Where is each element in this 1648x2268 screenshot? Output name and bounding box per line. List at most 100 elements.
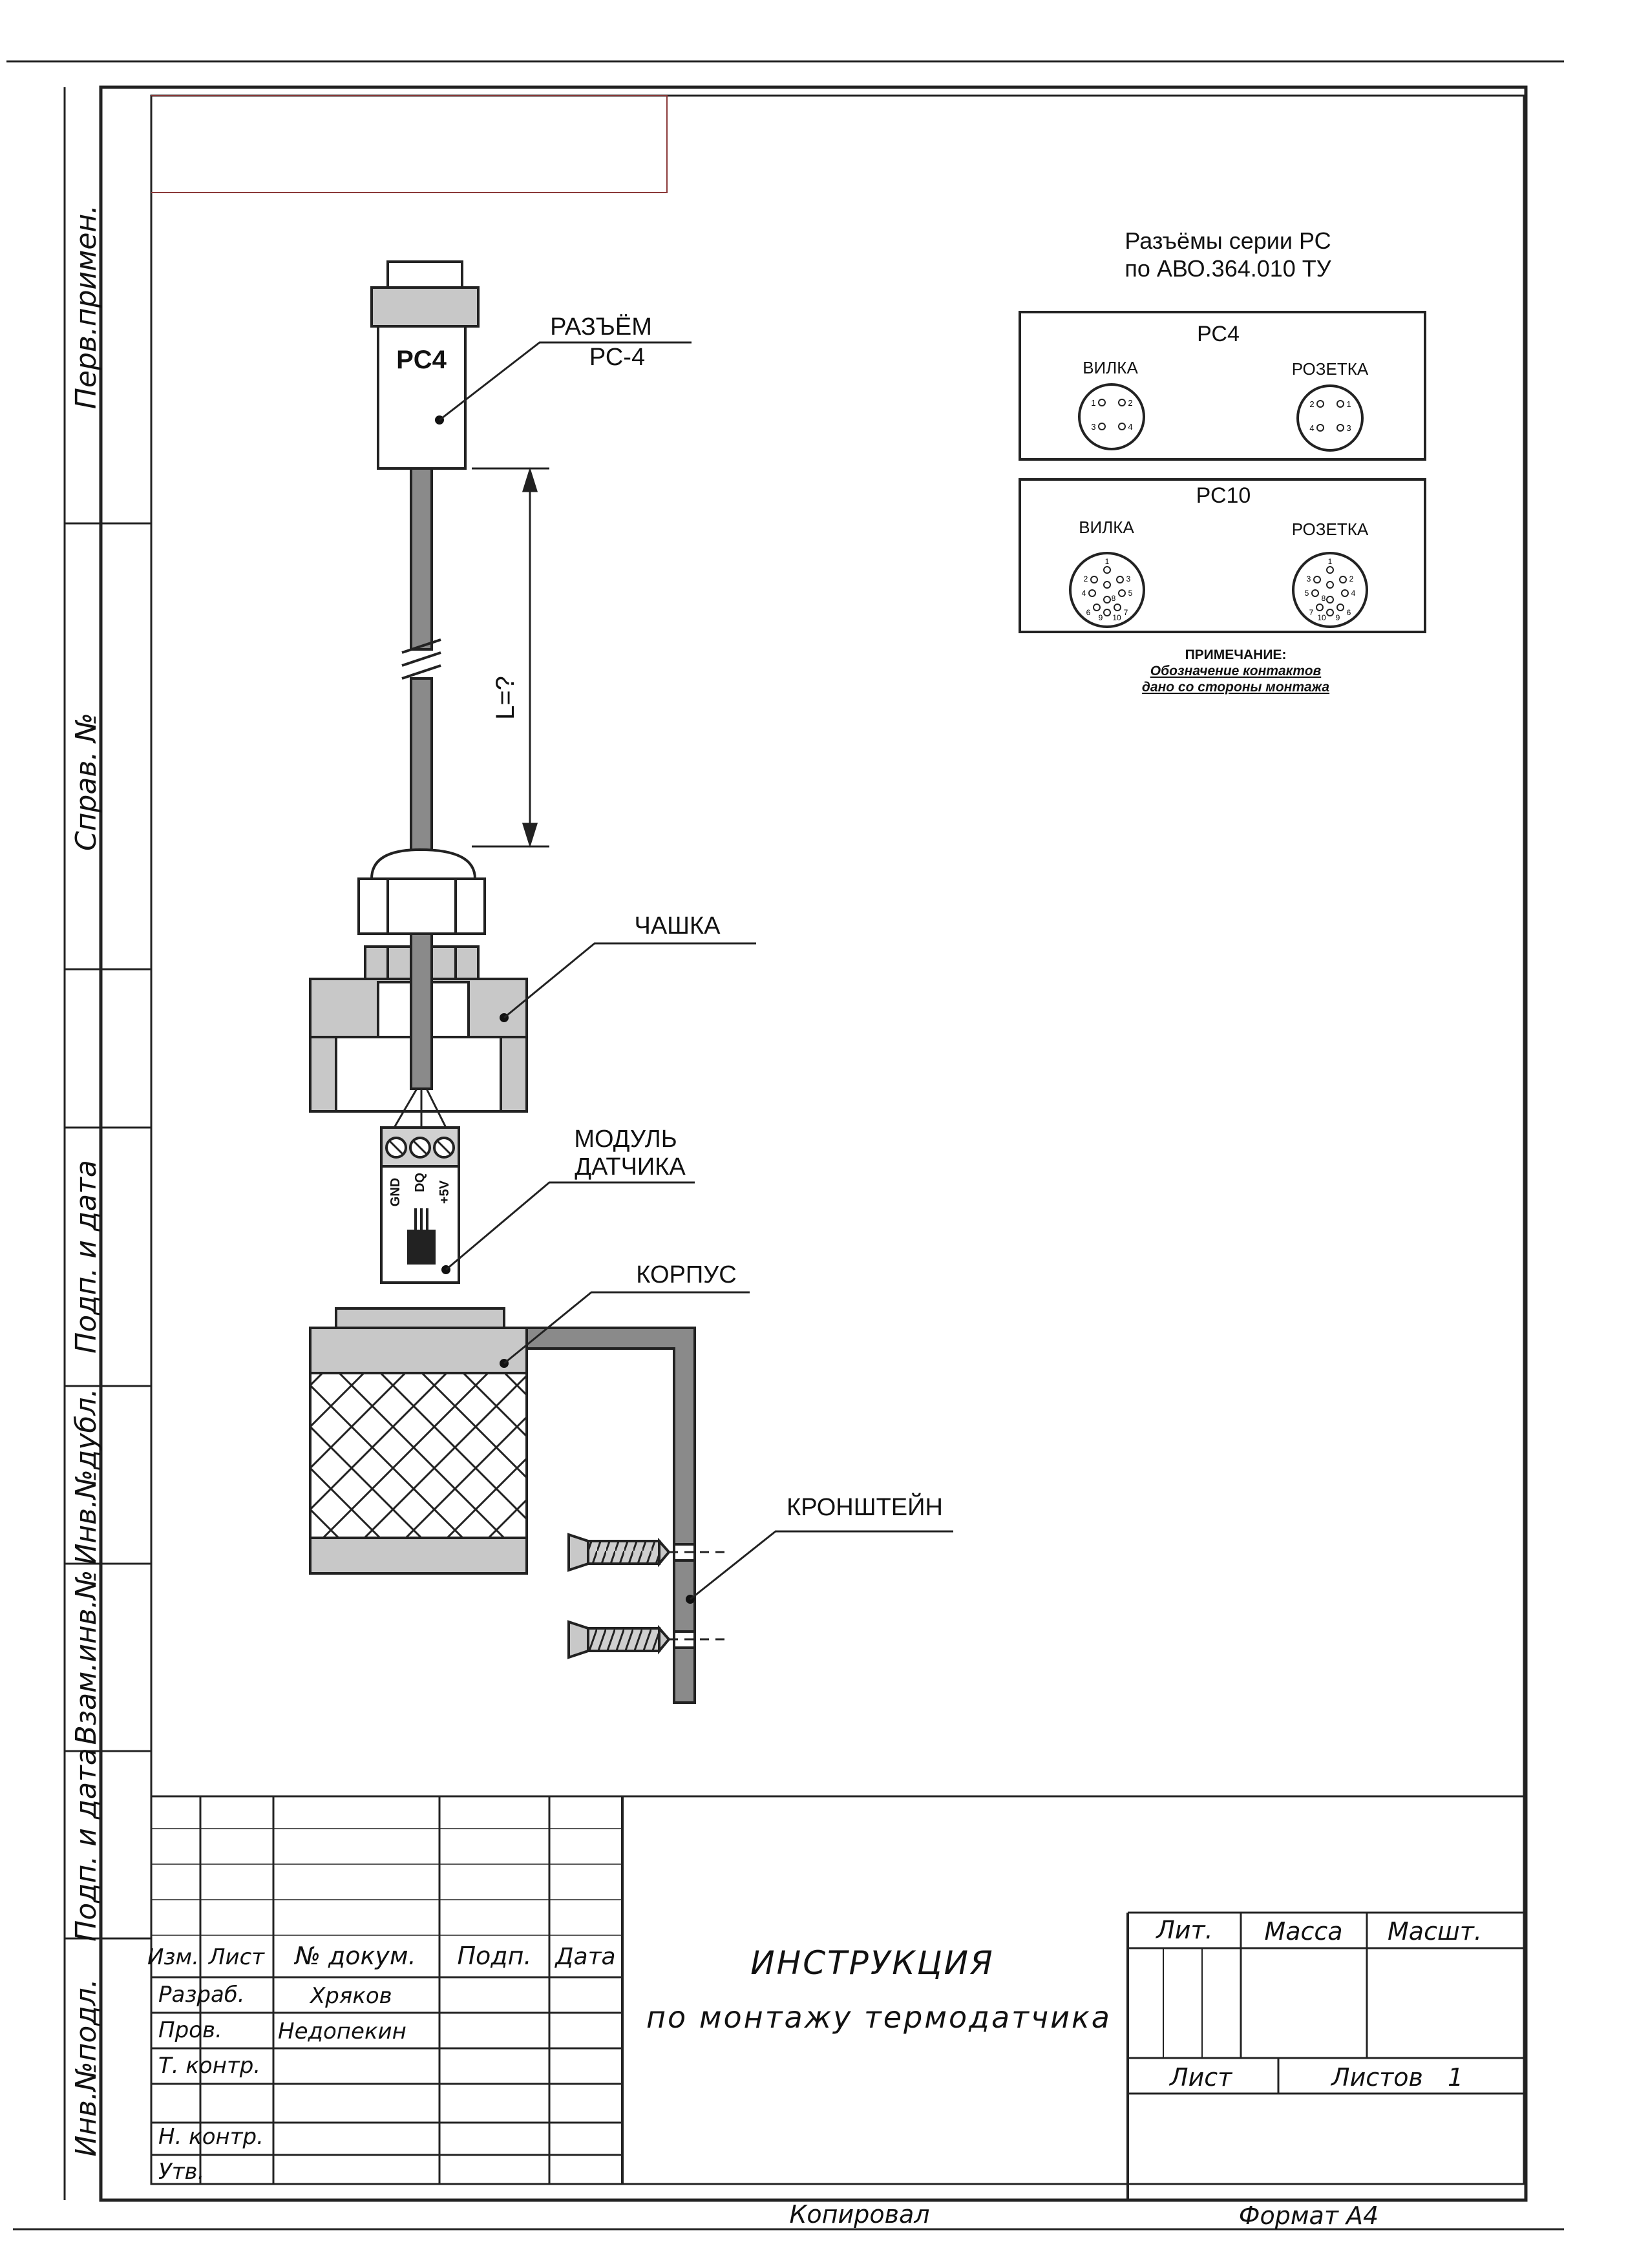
- pinout-title-1: Разъёмы серии РС: [1125, 227, 1331, 254]
- masshtab-header: Масшт.: [1388, 1917, 1482, 1946]
- massa-header: Масса: [1264, 1917, 1342, 1946]
- screw-upper: [567, 1533, 727, 1572]
- pc4-socket-pin-2: 2: [1309, 399, 1314, 409]
- col-data: Дата: [554, 1944, 615, 1970]
- cup-leader: [503, 942, 756, 1019]
- pc10-socket-pin-2: 2: [1349, 574, 1354, 583]
- col-izm: Изм.: [147, 1944, 199, 1970]
- row-n-kontr: Н. контр.: [158, 2124, 264, 2150]
- side-label-podp-data-top: Подп. и дата: [70, 1160, 103, 1354]
- connector-callout-2: РС-4: [589, 344, 645, 371]
- doc-title-1: ИНСТРУКЦИЯ: [750, 1944, 995, 1982]
- pc10-plug-pin-2: 2: [1084, 574, 1088, 583]
- sheets-label: Листов: [1330, 2063, 1423, 2092]
- pc10-plug-pin-10: 10: [1112, 613, 1121, 622]
- length-dimension: [472, 467, 549, 848]
- pc4-plug-pin-1: 1: [1091, 398, 1095, 408]
- pin-dq-label: DQ: [413, 1173, 427, 1192]
- side-label-inv-dubl: Инв.№дубл.: [70, 1388, 103, 1564]
- cup-label: ЧАШКА: [635, 912, 721, 940]
- cup: [309, 932, 528, 1113]
- title-block-grid: [151, 1795, 1524, 2200]
- connector-callout-1: РАЗЪЁМ: [550, 313, 652, 341]
- pc10-plug-diagram: 1 2 3 4 5 6 7 8 9 10: [1069, 552, 1145, 628]
- pc4-socket-pin-4: 4: [1309, 423, 1314, 433]
- pc10-socket-pin-5: 5: [1305, 589, 1309, 598]
- pc10-socket-pin-8: 8: [1322, 594, 1326, 603]
- col-list: Лист: [207, 1944, 265, 1970]
- connector-assembly: [370, 260, 480, 470]
- screw-lower: [567, 1620, 727, 1659]
- note-line-2: дано со стороны монтажа: [1142, 680, 1329, 695]
- row-razrab: Разраб.: [158, 1982, 245, 2008]
- module-leader: [445, 1181, 695, 1271]
- side-label-perv-primen: Перв.примен.: [70, 205, 103, 409]
- row-utv: Утв.: [158, 2159, 204, 2185]
- pc10-socket-pin-10: 10: [1317, 613, 1326, 622]
- note-title: ПРИМЕЧАНИЕ:: [1185, 647, 1287, 662]
- pc10-plug-pin-9: 9: [1099, 613, 1103, 622]
- pc10-plug-pin-6: 6: [1086, 608, 1091, 617]
- pc10-plug-label: ВИЛКА: [1079, 518, 1134, 537]
- module-label-1: МОДУЛЬ: [574, 1126, 677, 1153]
- pc10-plug-pin-4: 4: [1082, 589, 1086, 598]
- doc-title-2: по монтажу термодатчика: [646, 2000, 1112, 2035]
- housing-label: КОРПУС: [636, 1261, 737, 1288]
- pc10-plug-pin-5: 5: [1128, 589, 1133, 598]
- pc4-plug-pin-2: 2: [1128, 398, 1132, 408]
- pc4-plug-label: ВИЛКА: [1083, 358, 1138, 377]
- note-line-1: Обозначение контактов: [1150, 664, 1322, 678]
- pc4-socket-pin-1: 1: [1346, 399, 1351, 409]
- pin-5v-label: +5V: [438, 1180, 452, 1204]
- bracket-leader: [690, 1530, 953, 1601]
- connector-mark: PC4: [396, 346, 447, 374]
- housing-leader: [503, 1291, 750, 1365]
- length-label: L=?: [491, 676, 520, 720]
- pc10-plug-pin-7: 7: [1124, 608, 1128, 617]
- prov-name: Недопекин: [278, 2019, 407, 2044]
- pinout-title-2: по АВО.364.010 ТУ: [1125, 255, 1331, 282]
- pc4-socket-diagram: 2 1 4 3: [1296, 384, 1364, 452]
- pc10-socket-pin-6: 6: [1347, 608, 1351, 617]
- pc10-socket-label: РОЗЕТКА: [1292, 520, 1369, 539]
- side-label-podp-data-bottom: Подп. и дата: [70, 1748, 103, 1942]
- pc10-box: [1019, 478, 1426, 633]
- row-prov: Пров.: [158, 2017, 222, 2043]
- pc10-plug-pin-8: 8: [1112, 594, 1116, 603]
- pc10-socket-pin-3: 3: [1307, 574, 1311, 583]
- pc4-socket-label: РОЗЕТКА: [1292, 359, 1369, 379]
- col-podp: Подп.: [457, 1942, 531, 1970]
- pc10-plug-pin-1: 1: [1105, 557, 1110, 566]
- pc10-plug-pin-3: 3: [1126, 574, 1131, 583]
- bracket: [525, 1327, 696, 1704]
- pc10-socket-diagram: 1 2 3 4 5 6 7 8 9 10: [1292, 552, 1368, 628]
- pc10-socket-pin-4: 4: [1351, 589, 1356, 598]
- pc10-title: РС10: [1196, 483, 1251, 508]
- row-t-kontr: Т. контр.: [158, 2053, 260, 2079]
- col-doc: № докум.: [293, 1942, 416, 1970]
- side-label-vzam-inv: Взам.инв.№: [70, 1570, 103, 1745]
- connector-leader: [439, 341, 692, 421]
- side-label-sprav-no: Справ. №: [70, 713, 103, 851]
- pc10-socket-pin-1: 1: [1328, 557, 1333, 566]
- sheet-label: Лист: [1168, 2063, 1233, 2092]
- cable: [401, 467, 441, 854]
- module-wires: [393, 1088, 447, 1128]
- lit-header: Лит.: [1155, 1916, 1213, 1944]
- sensor-module: [380, 1126, 460, 1284]
- side-strip: [63, 87, 151, 2200]
- side-label-inv-podl: Инв.№подл.: [70, 1979, 103, 2157]
- module-label-2: ДАТЧИКА: [575, 1153, 686, 1181]
- pc4-plug-diagram: 1 2 3 4: [1078, 383, 1145, 450]
- pc4-box: [1019, 311, 1426, 461]
- sheets-count: 1: [1448, 2063, 1463, 2092]
- pc4-plug-pin-3: 3: [1091, 422, 1095, 432]
- pc4-title: РС4: [1197, 322, 1240, 346]
- housing: [309, 1307, 528, 1575]
- cable-gland: [357, 848, 486, 983]
- footer-copied: Копировал: [789, 2200, 929, 2229]
- pc10-socket-pin-7: 7: [1309, 608, 1314, 617]
- pc4-socket-pin-3: 3: [1346, 423, 1351, 433]
